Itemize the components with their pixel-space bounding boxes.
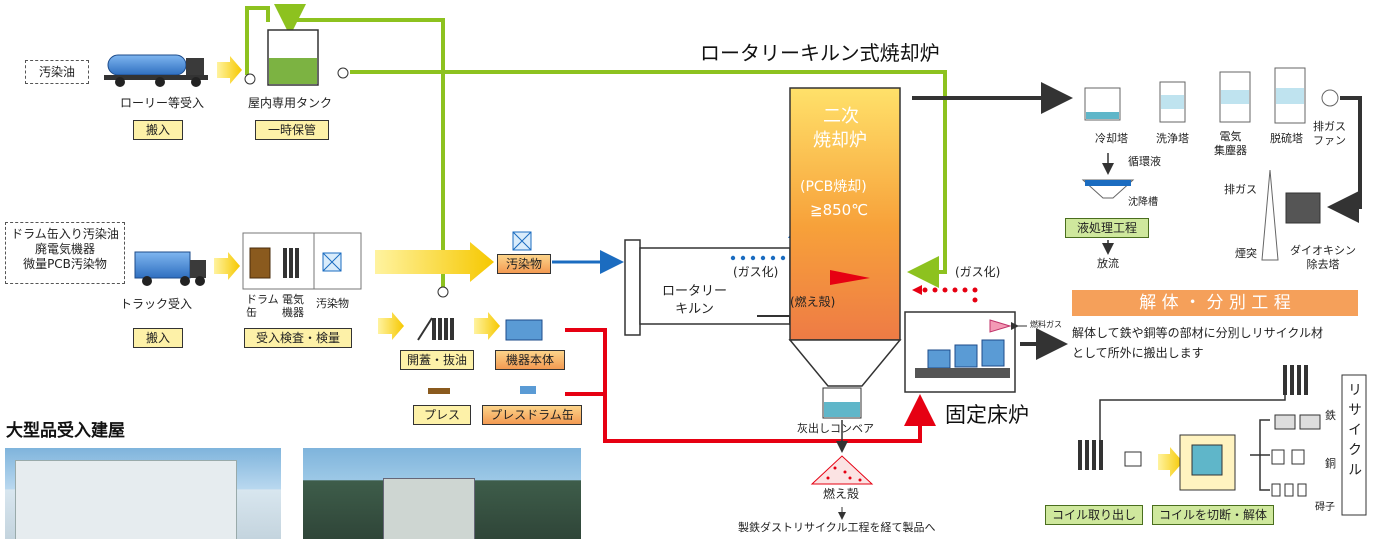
combustion-residue-tag: (燃え殻) [790,295,836,309]
carry-in-badge-1: 搬入 [133,120,183,140]
electrostatic-label: 電気 集塵器 [1214,130,1247,157]
dioxin-removal-label: ダイオキシン 除去塔 [1290,244,1356,272]
building-title: 大型品受入建屋 [6,421,125,441]
exhaust-gas-label: 排ガス [1224,183,1257,196]
ash-conveyor [810,387,874,520]
dismantling-desc-2: として所外に搬出します [1072,346,1204,360]
dismantling-header: 解 体 ・ 分 別 工 程 [1072,290,1358,316]
ash-conveyor-label: 灰出しコンベア [797,422,874,435]
drum-label-line-3: 微量PCB汚染物 [23,257,107,271]
box-truck-icon [134,251,206,286]
coil-removal-badge: コイル取り出し [1045,505,1143,525]
dismantling-icons [1078,365,1367,516]
temporary-storage-badge: 一時保管 [255,120,329,140]
yellow-flow-arrows [214,56,1183,477]
liquid-process-badge: 液処理工程 [1065,218,1149,238]
circulating-label: 循環液 [1128,155,1161,168]
fuel-gas-label: 燃料ガス [1030,320,1062,329]
storage-tank-icon [267,29,319,86]
cooling-tower-label: 冷却塔 [1095,132,1128,145]
copper-label: 銅 [1325,457,1336,470]
inspection-room-icon [242,231,532,290]
building-photo-right [303,448,581,539]
iron-label: 鉄 [1325,409,1336,422]
secondary-incinerator [788,87,902,387]
electric-equipment-label: 電気 機器 [282,293,304,320]
inspection-badge: 受入検査・検量 [244,328,352,348]
contaminated-tag: 汚染物 [497,254,551,274]
temperature-label: ≧850℃ [810,201,869,219]
equipment-load [383,478,475,539]
dark-process-lines [912,82,1362,360]
equipment-body-badge: 機器本体 [495,350,565,370]
open-drain-badge: 開蓋・抜油 [400,350,474,370]
furnace-title-1: 二次 [823,106,859,127]
drum-label-line-1: ドラム缶入り汚染油 [11,227,119,241]
gasification-right: (ガス化) [955,265,1001,279]
residue-label: 燃え殻 [823,487,860,501]
insulator-label: 碍子 [1315,502,1335,513]
exhaust-fan-label: 排ガス ファン [1313,120,1346,148]
drum-input-box: ドラム缶入り汚染油 廃電気機器 微量PCB汚染物 [5,222,125,284]
equipment-icons [417,317,543,394]
oil-input-box: 汚染油 [25,60,89,84]
red-residue-line [565,328,936,443]
recycle-label: リサイクル [1346,382,1362,482]
page-title: ロータリーキルン式焼却炉 [700,41,940,65]
chimney-label: 煙突 [1235,247,1257,260]
press-badge: プレス [413,405,471,425]
dismantling-desc-1: 解体して鉄や銅等の部材に分別しリサイクル材 [1072,326,1324,340]
gas-treatment-towers [1081,67,1339,261]
tank-label: 屋内専用タンク [248,96,333,110]
settling-tank-label: 沈降槽 [1128,197,1158,208]
drum-label-line-2: 廃電気機器 [34,242,95,256]
carry-in-badge-2: 搬入 [133,328,183,348]
pump-icons [244,67,449,298]
drum-can-label: ドラム 缶 [246,293,279,320]
rotary-kiln-label: ロータリー キルン [662,284,728,317]
steel-dust-label: 製鉄ダストリサイクル工程を経て製品へ [738,521,936,534]
press-drum-badge: プレスドラム缶 [482,405,582,425]
discharge-label: 放流 [1097,257,1119,270]
oil-label: 汚染油 [38,65,75,79]
rotary-kiln [624,239,791,336]
furnace-title-2: 焼却炉 [813,130,867,151]
tanker-truck-icon [104,54,208,87]
gasification-left: (ガス化) [733,265,779,279]
building-wall [15,460,237,539]
contaminated-goods-label: 汚染物 [316,297,349,310]
thin-dark-lines [1099,153,1286,491]
coil-cutting-badge: コイルを切断・解体 [1152,505,1274,525]
pcb-label: (PCB焼却) [800,179,867,195]
desulfurization-label: 脱硫塔 [1270,132,1303,145]
fixed-bed-title: 固定床炉 [945,403,1029,427]
lorry-label: ローリー等受入 [120,96,205,110]
truck-label: トラック受入 [120,297,193,311]
fixed-bed-furnace [904,311,1027,393]
washing-tower-label: 洗浄塔 [1156,132,1189,145]
building-photo-left [5,448,281,539]
